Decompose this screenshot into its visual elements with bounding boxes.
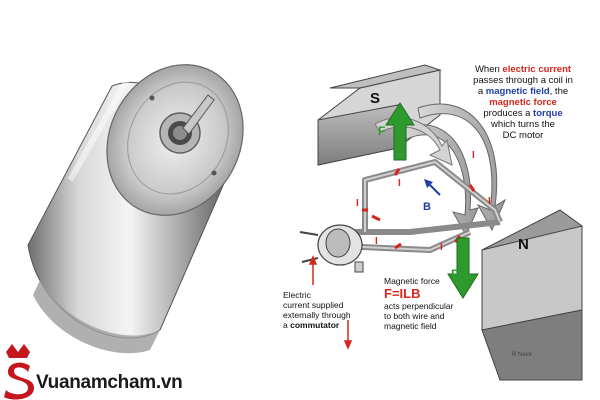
caption-line3: a	[477, 86, 486, 97]
magnet-north	[481, 209, 583, 381]
pole-s-label: S	[370, 90, 381, 107]
current-label-1: I	[356, 198, 359, 209]
commutator-note-line4: a	[283, 320, 291, 330]
commutator-word: commutator	[290, 320, 340, 330]
motor-photo	[27, 64, 244, 354]
current-label-5: I	[440, 242, 443, 253]
force-arrow-up	[385, 102, 415, 161]
caption-line7: DC motor	[502, 130, 544, 141]
caption-line2: passes through a coil in	[473, 75, 573, 86]
pole-n-label: N	[518, 236, 529, 253]
current-label-4: I	[488, 196, 491, 207]
supply-current-arrows	[308, 255, 353, 350]
force-note-line2: to both wire and	[384, 311, 445, 321]
commutator-note-line3: externally through	[283, 310, 351, 320]
caption-line1: When	[474, 64, 503, 75]
force-label-bottom: F	[451, 267, 459, 281]
force-arrow-down	[447, 237, 479, 299]
force-note-line1: acts perpendicular	[384, 301, 454, 311]
commutator-note-line1: Electric	[283, 290, 311, 300]
field-arrow	[424, 179, 441, 196]
brand-name: Vuanamcham.vn	[36, 372, 183, 393]
caption-line3-end: , the	[549, 86, 569, 97]
force-formula: F=ILB	[384, 286, 421, 301]
current-marks	[362, 168, 476, 250]
force-label-top: F	[378, 124, 386, 138]
caption-torque: torque	[533, 108, 563, 119]
current-label-3: I	[472, 150, 475, 161]
current-label-2: I	[398, 178, 401, 189]
current-label-6: I	[375, 236, 378, 247]
commutator-note-line2: current supplied	[283, 300, 344, 310]
diagram-credit: R Nave	[512, 352, 533, 358]
force-note: Magnetic force F=ILB acts perpendicular …	[384, 276, 464, 331]
caption-electric-current: electric current	[502, 64, 572, 75]
caption-magnetic-field: magnetic field	[485, 86, 550, 97]
commutator	[299, 224, 364, 273]
commutator-note: Electric current supplied externally thr…	[283, 290, 373, 330]
caption-line5: produces a	[483, 108, 534, 119]
dc-motor-diagram	[299, 64, 583, 381]
caption-magnetic-force: magnetic force	[489, 97, 557, 108]
magnet-south	[317, 64, 442, 166]
field-label-b: B	[423, 201, 431, 213]
force-note-line3: magnetic field	[384, 321, 437, 331]
diagram-caption: When electric current passes through a c…	[458, 64, 588, 141]
brand-logo	[4, 344, 34, 400]
force-note-title: Magnetic force	[384, 276, 440, 286]
caption-line6: which turns the	[491, 119, 555, 130]
